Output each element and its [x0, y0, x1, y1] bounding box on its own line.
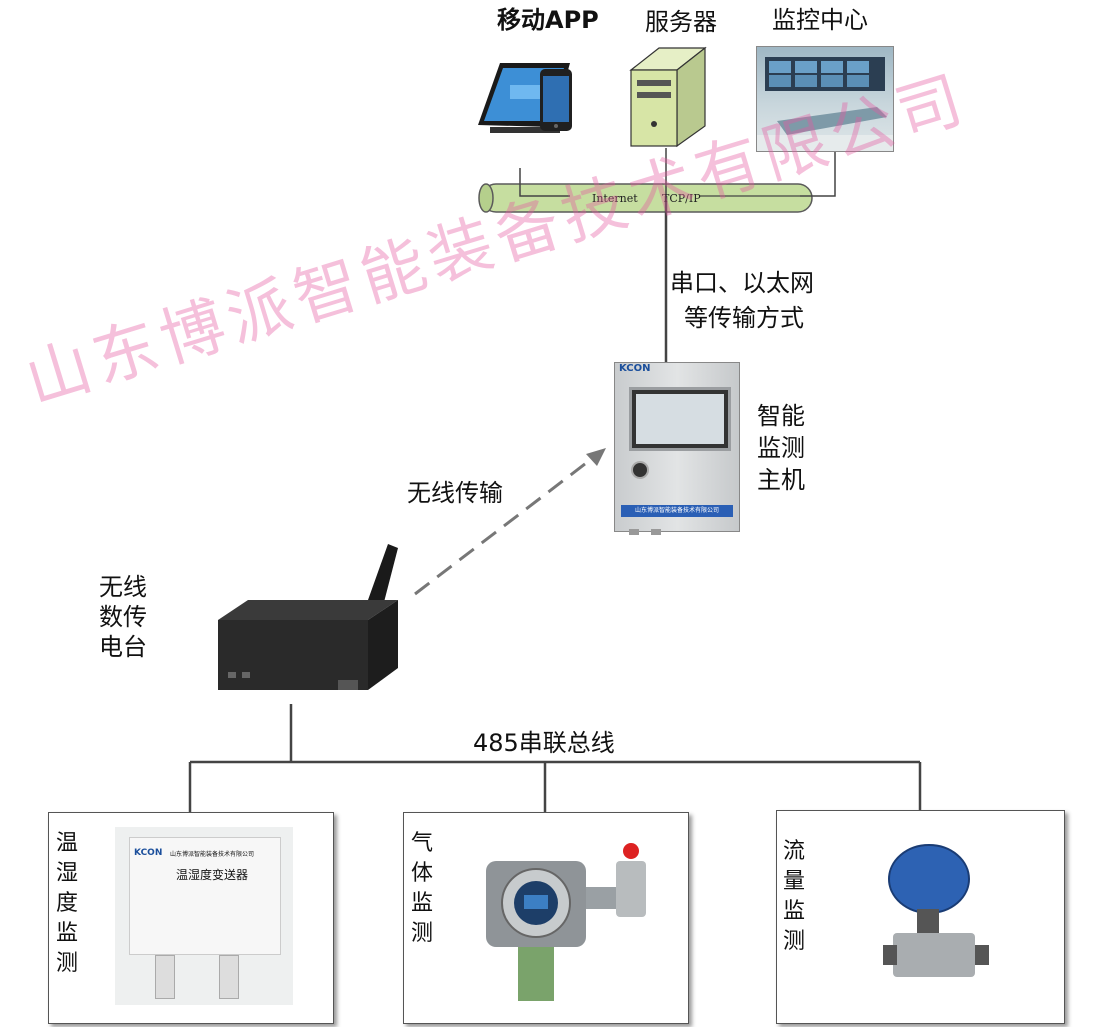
server-label: 服务器	[645, 8, 717, 36]
radio-label: 无线数传电台	[99, 573, 147, 661]
link-method-line2: 等传输方式	[684, 304, 804, 332]
monitor-host-label: 智能监测主机	[757, 402, 805, 494]
mobile-devices-image	[470, 55, 580, 165]
tcpip-label: TCP/IP	[662, 192, 701, 205]
internet-label: Internet	[592, 192, 638, 205]
radio-device-image	[218, 540, 408, 700]
host-screen	[629, 387, 731, 451]
flow-transmitter-image	[883, 837, 993, 1001]
temp-humidity-sensor-image: KCON 山东博派智能装备技术有限公司 温湿度变送器	[115, 827, 293, 1005]
rs485-bus-label: 485串联总线	[473, 729, 615, 757]
server-image	[625, 42, 710, 152]
monitor-host-image: KCON 山东博派智能装备技术有限公司	[614, 362, 740, 535]
device-label-temp-humidity: 温湿度监测	[56, 831, 79, 976]
wireless-transmission-label: 无线传输	[407, 479, 503, 507]
device-box-gas: 气体监测	[403, 812, 689, 1024]
host-nameplate: 山东博派智能装备技术有限公司	[621, 505, 733, 517]
device-label-flow: 流量监测	[783, 839, 806, 954]
device-label-gas: 气体监测	[411, 831, 434, 946]
device-box-temp-humidity: 温湿度监测 KCON 山东博派智能装备技术有限公司 温湿度变送器	[48, 812, 334, 1024]
mobile-app-label: 移动APP	[497, 6, 599, 34]
host-key-switch	[631, 461, 649, 479]
gas-detector-image	[466, 831, 656, 1007]
monitor-center-image	[756, 46, 894, 152]
monitor-center-label: 监控中心	[772, 6, 868, 34]
network-pipe	[478, 183, 813, 213]
device-box-flow: 流量监测	[776, 810, 1065, 1024]
host-brand: KCON	[619, 363, 651, 374]
link-method-line1: 串口、以太网	[670, 269, 814, 297]
